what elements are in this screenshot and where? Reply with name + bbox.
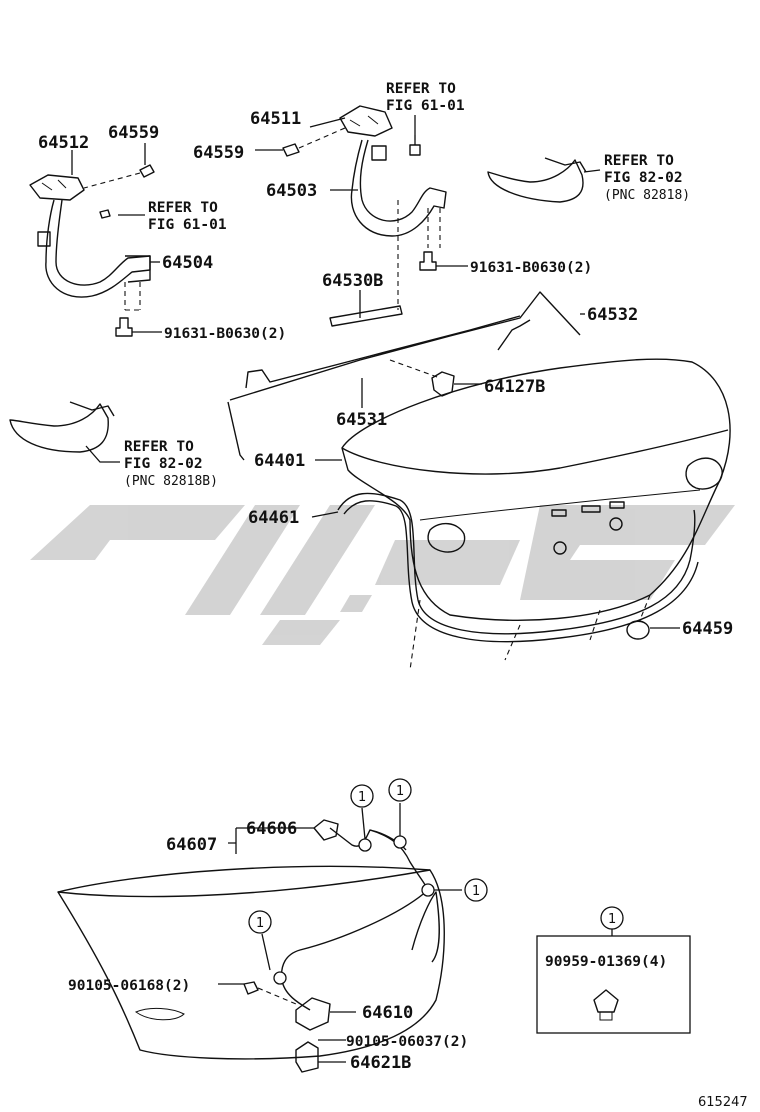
leader-lines-top: [71, 115, 680, 629]
callout-1-a: 1: [358, 790, 366, 805]
seal-piece-left: [9, 401, 115, 453]
label-90105-06037: 90105-06037(2): [346, 1034, 468, 1050]
ref-fig-82-02-right-l1: REFER TO: [604, 153, 674, 169]
callout-circles: 1 1 1 1 1: [248, 778, 624, 934]
hinge-left-assembly: [29, 164, 155, 337]
ref-fig-82-02-left-l2: FIG 82-02: [124, 456, 203, 472]
label-64459: 64459: [682, 619, 733, 639]
callout-1-c: 1: [472, 884, 480, 899]
label-64559-center: 64559: [193, 143, 244, 163]
label-64512: 64512: [38, 133, 89, 153]
label-64531: 64531: [336, 410, 387, 430]
bumper-stop: [626, 620, 650, 640]
ref-fig-61-01-top-l2: FIG 61-01: [386, 98, 465, 114]
label-64530b: 64530B: [322, 271, 383, 291]
callout-1-b: 1: [396, 784, 404, 799]
hinge-right-assembly: [282, 105, 447, 310]
label-91631-left: 91631-B0630(2): [164, 326, 286, 342]
label-90105-06168: 90105-06168(2): [68, 978, 190, 994]
weatherstrip: [337, 492, 699, 643]
label-64511: 64511: [250, 109, 301, 129]
label-64504: 64504: [162, 253, 213, 273]
leader-lines-bottom: [218, 803, 462, 1063]
label-64610: 64610: [362, 1003, 413, 1023]
label-91631-right: 91631-B0630(2): [470, 260, 592, 276]
torsion-bars: [227, 291, 581, 461]
ref-fig-82-02-left-l3: (PNC 82818B): [124, 474, 218, 489]
label-64461: 64461: [248, 508, 299, 528]
ref-fig-61-01-left-l2: FIG 61-01: [148, 217, 227, 233]
trunk-lid: [341, 358, 731, 671]
ref-fig-61-01-left-l1: REFER TO: [148, 200, 218, 216]
callout-1-e: 1: [608, 912, 616, 927]
label-64606: 64606: [246, 819, 297, 839]
seal-piece-right: [487, 157, 587, 203]
label-64503: 64503: [266, 181, 317, 201]
labels: 64512 64559 64511 64559 64503 64504 6453…: [38, 81, 748, 1110]
trunk-lid-lower: [57, 865, 445, 1060]
label-64621b: 64621B: [350, 1053, 411, 1073]
label-64559-left: 64559: [108, 123, 159, 143]
clip-inset-box: [536, 929, 691, 1034]
ref-fig-61-01-top-l1: REFER TO: [386, 81, 456, 97]
label-64532: 64532: [587, 305, 638, 325]
ref-fig-82-02-right-l2: FIG 82-02: [604, 170, 683, 186]
callout-1-d: 1: [256, 916, 264, 931]
ref-fig-82-02-left-l1: REFER TO: [124, 439, 194, 455]
ref-fig-82-02-right-l3: (PNC 82818): [604, 188, 690, 203]
label-90959-01369: 90959-01369(4): [545, 954, 667, 970]
label-64607: 64607: [166, 835, 217, 855]
watermark-logo: [30, 505, 735, 645]
label-64127b: 64127B: [484, 377, 545, 397]
figure-number: 615247: [698, 1095, 748, 1110]
label-64401: 64401: [254, 451, 305, 471]
wire-harness: [243, 819, 435, 1073]
